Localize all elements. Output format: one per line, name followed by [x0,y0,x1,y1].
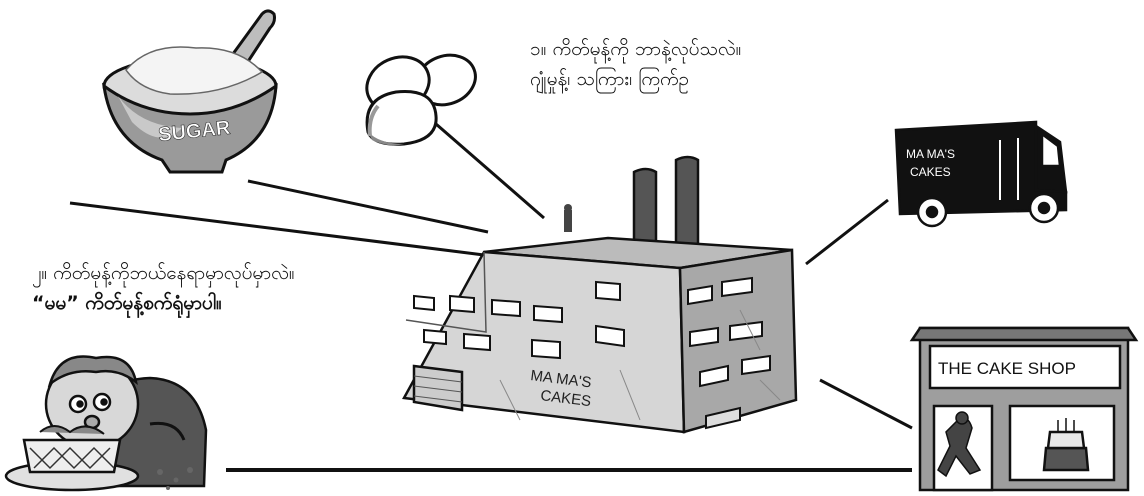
question-1-text: ၁။ ကိတ်မုန့်ကို ဘာနဲ့လုပ်သလဲ။ [530,34,741,64]
question-2-caption: ၂။ ကိတ်မုန့်ကိုဘယ်နေရာမှာလုပ်မှာလဲ။ “မမ”… [32,258,295,318]
question-2-text: ၂။ ကိတ်မုန့်ကိုဘယ်နေရာမှာလုပ်မှာလဲ။ [32,258,295,288]
line-eggs-to-factory [436,124,544,218]
cake-shop-illustration: THE CAKE SHOP [912,328,1136,490]
question-1-caption: ၁။ ကိတ်မုန့်ကို ဘာနဲ့လုပ်သလဲ။ ဂျုံမှုန့်… [530,34,741,94]
shop-sign: THE CAKE SHOP [938,359,1076,378]
consumer-illustration [6,356,206,490]
truck-sign-line1: MA MA'S [906,147,955,161]
factory-illustration: MA MA'S CAKES [404,157,796,432]
sugar-bowl-illustration: SUGAR [104,11,276,172]
line-factory-to-shop [820,380,912,428]
answer-1-text: ဂျုံမှုန့်၊ သကြား၊ ကြက်ဥ [530,64,741,94]
eggs-illustration [358,47,482,145]
truck-sign-line2: CAKES [910,165,951,179]
line-left-to-factory [70,203,484,255]
answer-2-text: “မမ” ကိတ်မုန့်စက်ရုံမှာပါ။ [32,288,295,318]
line-factory-to-truck [806,200,888,264]
truck-illustration: MA MA'S CAKES [896,122,1066,226]
line-sugar-to-factory [248,181,488,232]
